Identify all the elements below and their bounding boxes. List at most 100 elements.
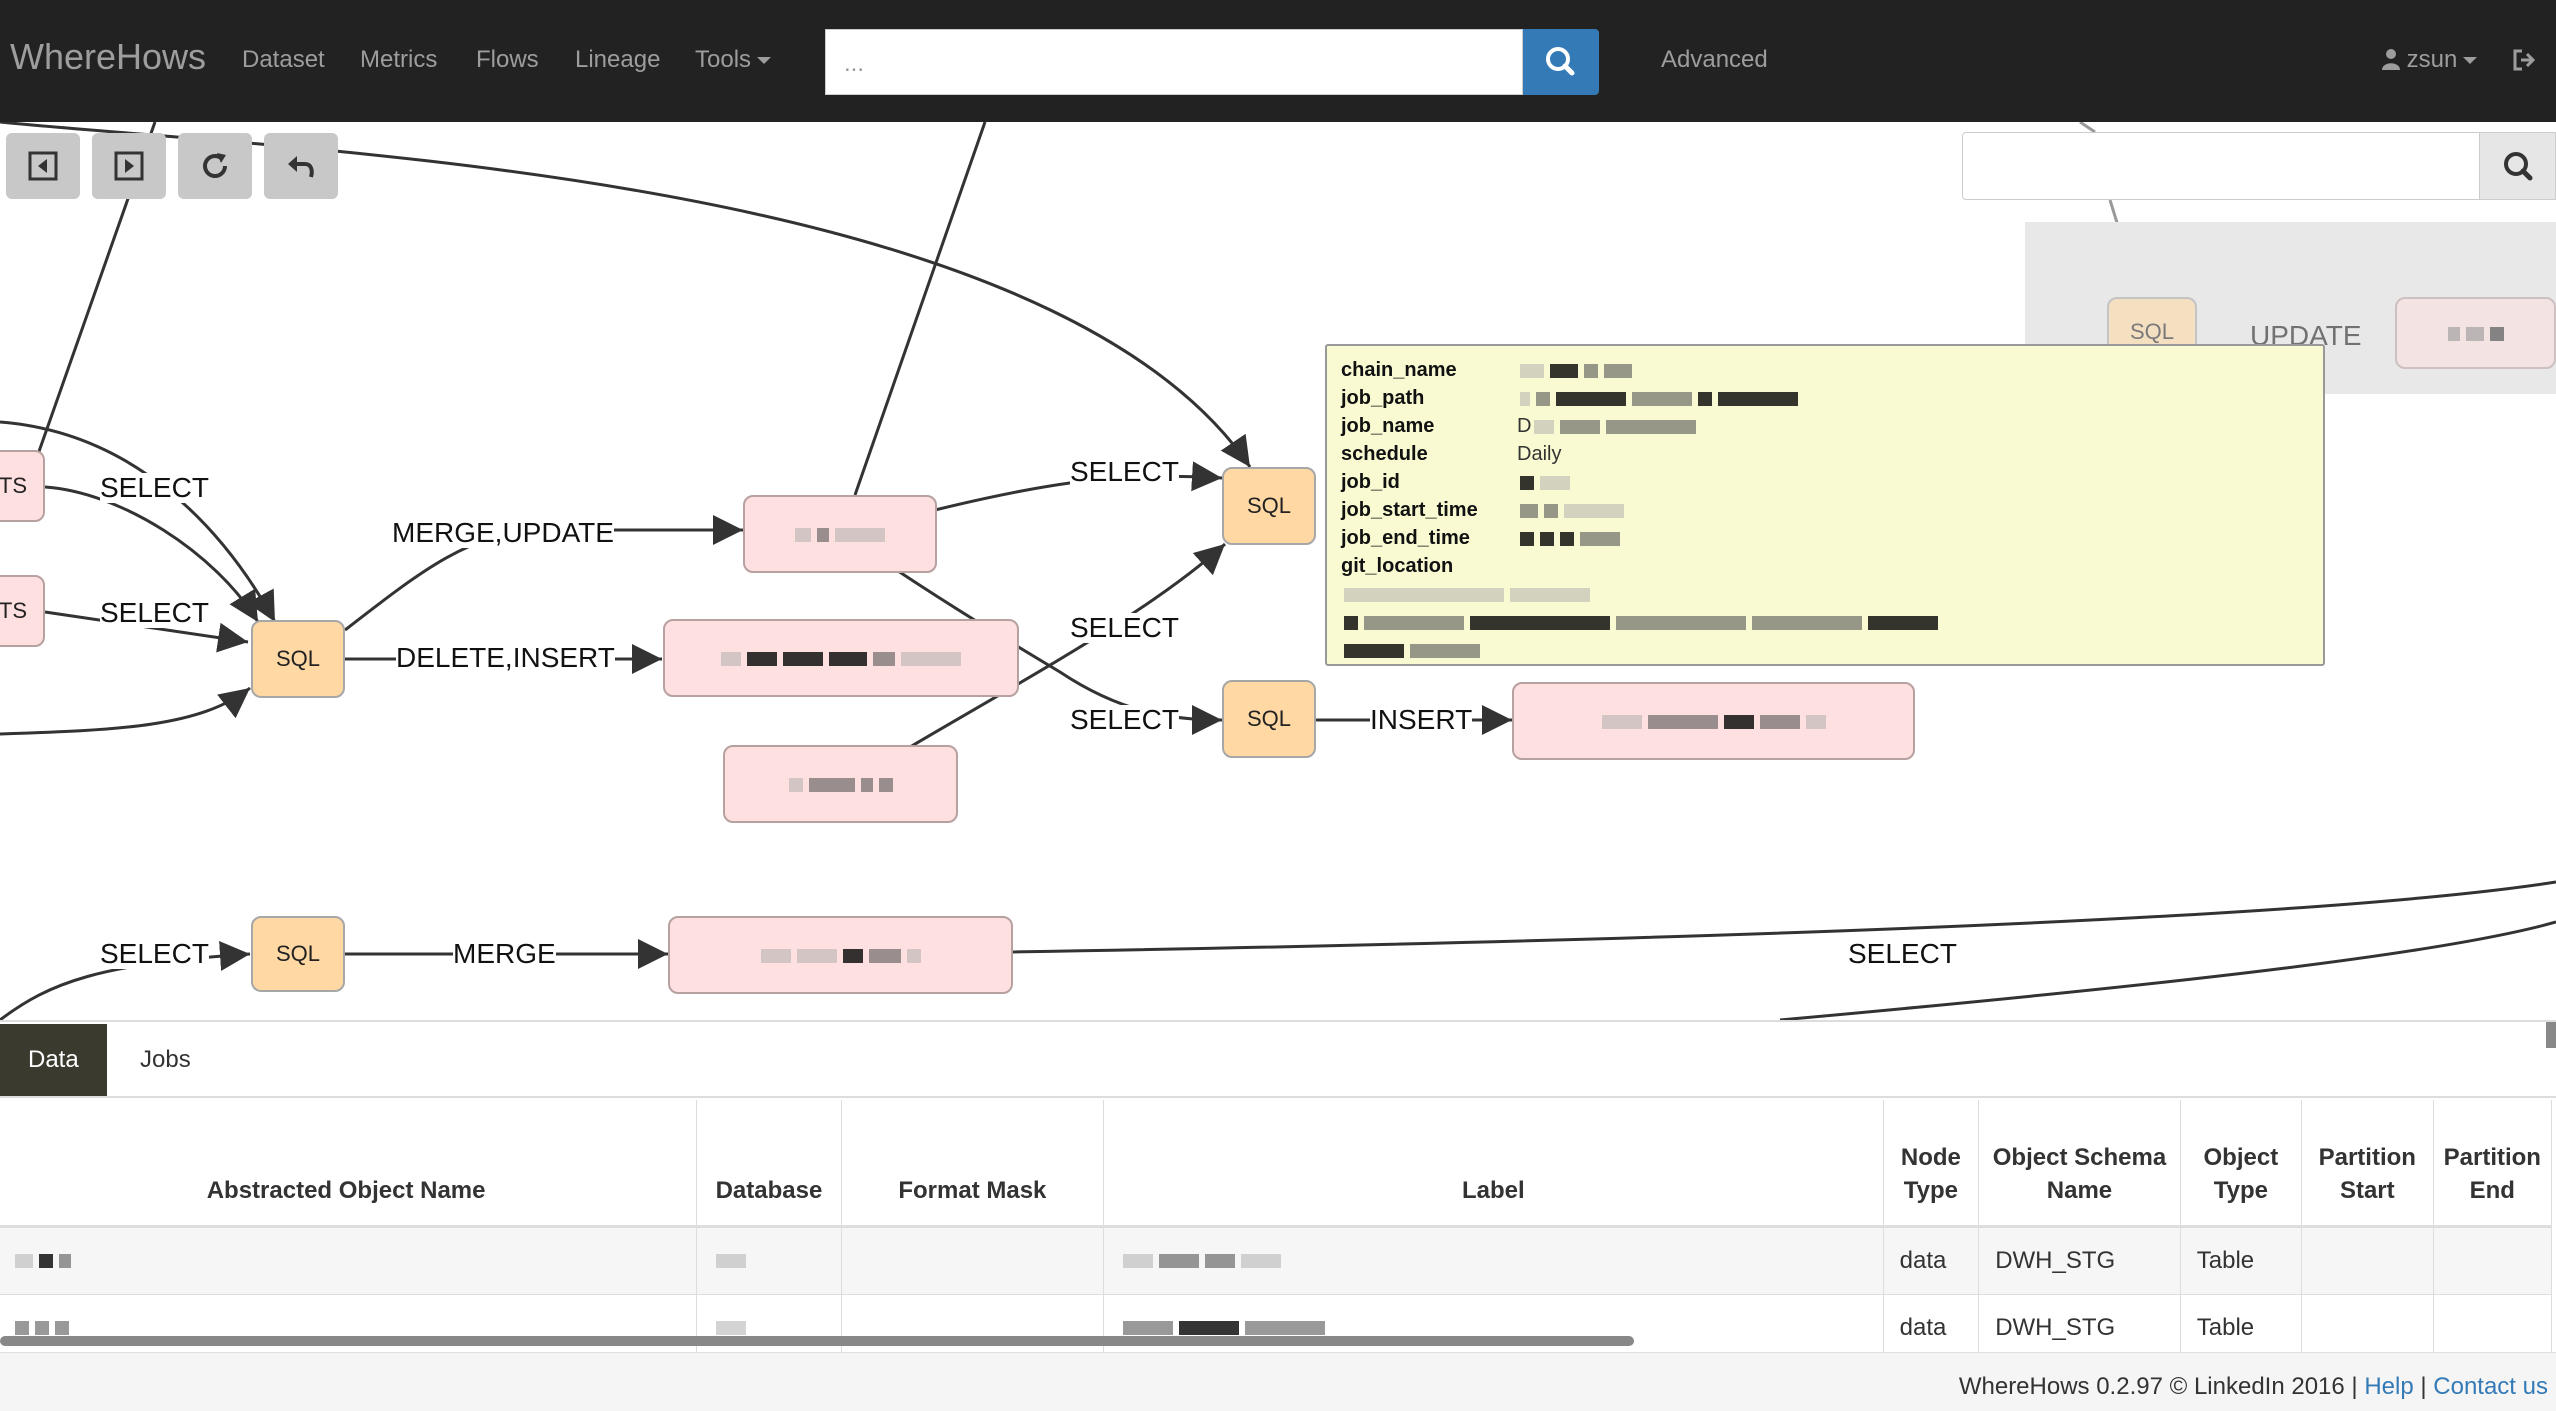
graph-node-table[interactable] [743,495,937,573]
collapse-left-button[interactable] [6,133,80,199]
graph-search-input[interactable] [1962,132,2480,200]
top-navbar: WhereHows Dataset Metrics Flows Lineage … [0,0,2556,122]
tooltip-row: job_path [1341,384,2309,412]
tab-data[interactable]: Data [0,1024,107,1096]
table-cell: data [1883,1294,1980,1362]
column-header[interactable]: Abstracted Object Name [0,1100,698,1228]
edge-label: INSERT [1370,704,1473,735]
nav-lineage[interactable]: Lineage [575,46,661,73]
graph-node-sql[interactable]: SQL [251,916,345,992]
table-header-row: Abstracted Object Name Database Format M… [0,1100,2553,1228]
chevron-down-icon [757,57,772,65]
column-header[interactable]: Format Mask [841,1100,1105,1228]
table-cell: DWH_STG [1978,1294,2181,1362]
table-cell [696,1226,842,1295]
step-forward-icon [114,151,144,181]
lineage-graph[interactable]: SQL UPDATE TS TS SQL SQL SQL SQL SELECT … [0,122,2556,1020]
user-menu[interactable]: zsun [2382,46,2478,74]
vertical-scrollbar[interactable] [2546,1022,2556,1048]
table-cell [1103,1226,1884,1295]
nav-tools-dropdown[interactable]: Tools [695,46,772,74]
footer-copyright: WhereHows 0.2.97 © LinkedIn 2016 | [1958,1373,2358,1400]
column-header[interactable]: Object Type [2180,1100,2302,1228]
tooltip-redacted-line [1341,580,2309,608]
nav-tools-label: Tools [695,46,752,73]
graph-node-table[interactable]: TS [0,575,45,647]
graph-node-table[interactable] [1512,682,1915,760]
edge-label: MERGE [453,938,556,969]
graph-node-table[interactable] [2395,297,2556,369]
edge-label: SELECT [100,597,209,628]
user-name: zsun [2406,46,2458,73]
tooltip-row: job_start_time [1341,496,2309,524]
nav-flows[interactable]: Flows [476,46,539,73]
contact-link[interactable]: Contact us [2433,1373,2548,1400]
logout-icon[interactable] [2512,48,2538,77]
nav-metrics[interactable]: Metrics [360,46,438,73]
table-cell: Table [2180,1226,2302,1295]
help-link[interactable]: Help [2364,1373,2414,1400]
tooltip-row: job_end_time [1341,524,2309,552]
footer: WhereHows 0.2.97 © LinkedIn 2016 | Help … [0,1352,2556,1411]
column-header[interactable]: Partition Start [2301,1100,2434,1228]
graph-node-table[interactable]: TS [0,450,45,522]
table-cell: Table [2180,1294,2302,1362]
chevron-down-icon [2463,57,2478,65]
nav-dataset[interactable]: Dataset [242,46,325,73]
graph-node-table[interactable] [668,916,1013,994]
column-header[interactable]: Label [1103,1100,1884,1228]
undo-icon [288,156,314,178]
table-cell [2433,1226,2553,1295]
data-panel: Data Jobs Abstracted Object Name Databas… [0,1020,2556,1362]
global-search-button[interactable] [1523,29,1599,95]
advanced-search-link[interactable]: Advanced [1661,46,1768,73]
column-header[interactable]: Node Type [1883,1100,1980,1228]
user-icon [2382,49,2400,70]
table-cell [2301,1226,2434,1295]
table-row[interactable]: data DWH_STG Table [0,1226,2553,1295]
graph-node-sql[interactable]: SQL [1222,680,1316,758]
edge-label: DELETE,INSERT [396,642,615,673]
column-header[interactable]: Partition End [2433,1100,2553,1228]
graph-node-sql[interactable]: SQL [1222,467,1316,545]
table-cell [841,1226,1105,1295]
table-cell [0,1294,698,1362]
edge-label: SELECT [100,472,209,503]
tab-jobs[interactable]: Jobs [140,1046,191,1073]
search-icon [2504,152,2533,181]
undo-button[interactable] [264,133,338,199]
refresh-icon [203,153,227,178]
table-cell [841,1294,1105,1362]
column-header[interactable]: Object Schema Name [1978,1100,2181,1228]
table-cell [696,1294,842,1362]
tooltip-redacted-line [1341,608,2309,636]
graph-node-table[interactable] [723,745,958,823]
tooltip-row: chain_name [1341,356,2309,384]
table-cell: data [1883,1226,1980,1295]
table-cell [2433,1294,2553,1362]
tab-divider [0,1096,2556,1098]
table-cell [2301,1294,2434,1362]
column-header[interactable]: Database [696,1100,842,1228]
footer-text: WhereHows 0.2.97 © LinkedIn 2016 | Help … [1959,1373,2548,1401]
table-cell: DWH_STG [1978,1226,2181,1295]
table-row[interactable]: data DWH_STG Table [0,1294,2553,1362]
brand-logo[interactable]: WhereHows [10,36,207,77]
graph-node-table[interactable] [663,619,1019,697]
edge-label: SELECT [1070,612,1179,643]
edge-label: SELECT [100,938,209,969]
graph-node-sql[interactable]: SQL [251,620,345,698]
horizontal-scrollbar[interactable] [0,1336,1634,1346]
global-search-input[interactable]: ... [825,29,1523,95]
expand-right-button[interactable] [92,133,166,199]
table-cell [0,1226,698,1295]
table-cell [1103,1294,1884,1362]
data-table: Abstracted Object Name Database Format M… [0,1100,2553,1362]
refresh-button[interactable] [178,133,252,199]
graph-search-button[interactable] [2479,132,2556,200]
edge-label: SELECT [1848,938,1957,969]
step-back-icon [28,151,58,181]
